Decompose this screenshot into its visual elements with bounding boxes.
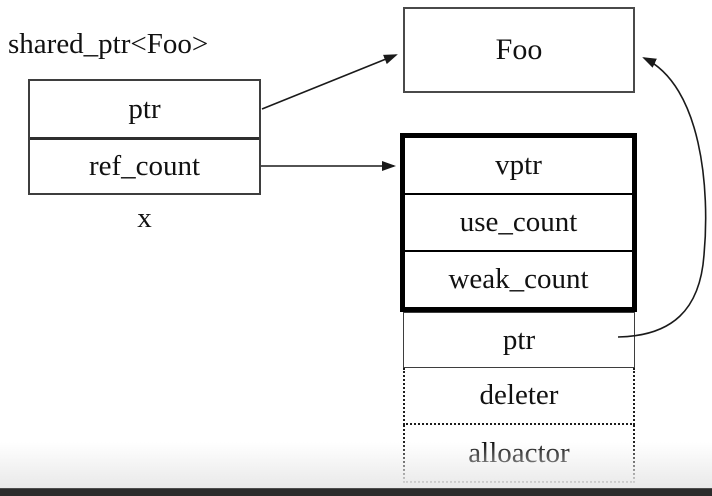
stack-ref-count-field: ref_count xyxy=(30,137,259,192)
control-block-weak-count-field: weak_count xyxy=(405,250,632,307)
control-block-use-count-field: use_count xyxy=(405,193,632,250)
ptr-to-foo-arrow xyxy=(261,54,398,110)
control-block-box: vptr use_count weak_count xyxy=(400,133,637,312)
shared-ptr-object-box: ptr ref_count xyxy=(28,79,261,195)
control-block-vptr-field: vptr xyxy=(495,149,542,181)
window-bottom-bar xyxy=(0,488,712,496)
deleter-field: deleter xyxy=(403,368,635,425)
control-block-ptr-field: ptr xyxy=(403,312,635,368)
variable-name-label: x xyxy=(137,202,152,234)
foo-object-box: Foo xyxy=(403,7,635,93)
stack-ptr-field: ptr xyxy=(128,92,161,125)
shared-ptr-type-label: shared_ptr<Foo> xyxy=(8,28,209,60)
window-bottom-fade xyxy=(0,442,712,488)
